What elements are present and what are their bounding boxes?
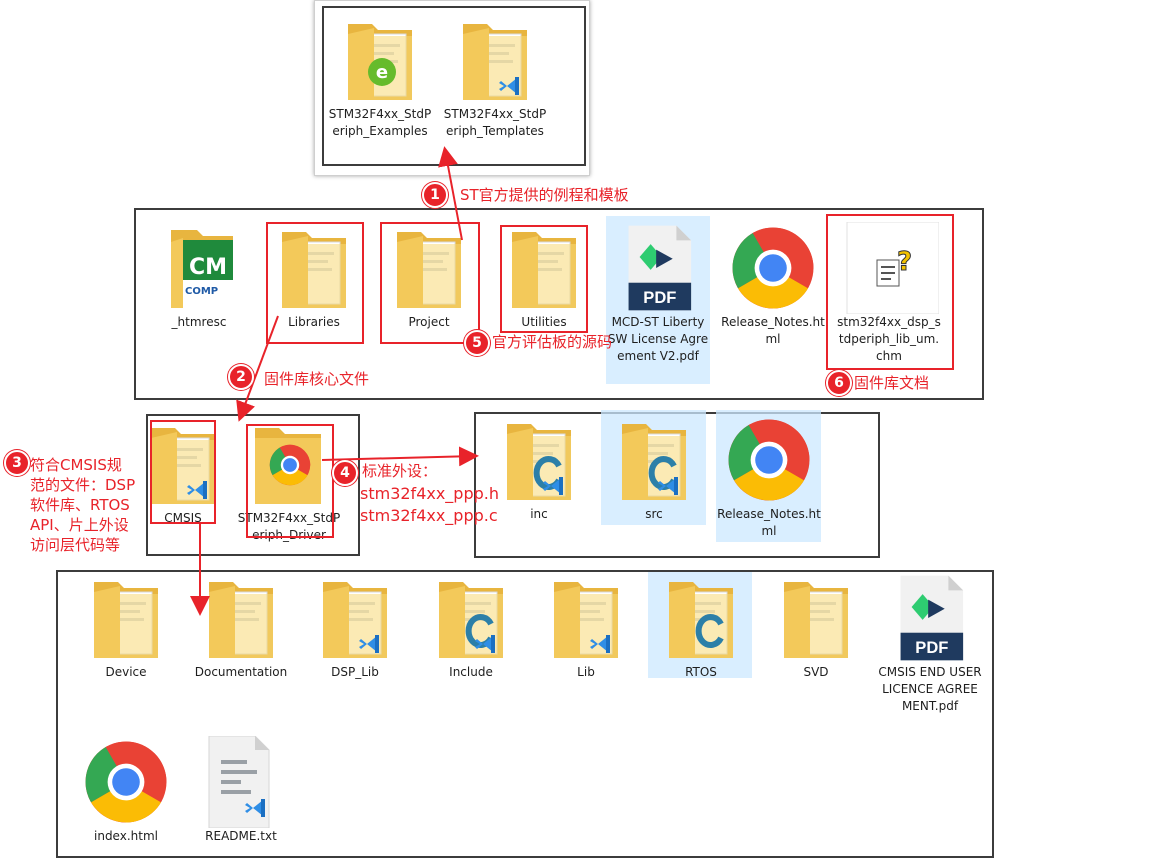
note-cmsis-line2: 范的文件：DSP [30,476,136,494]
highlight-project [380,222,480,344]
folder-examples-icon: e [330,14,430,106]
folder-stm32f4xx-stdperiph-examples[interactable]: e STM32F4xx_StdPeriph_Examples [325,14,435,140]
highlight-libraries [266,222,364,344]
badge-5: 5 [464,330,490,356]
folder-htmresc[interactable]: CM COMP _htmresc [144,222,254,331]
item-label: STM32F4xx_StdPeriph_Templates [443,107,547,138]
folder-chrome-icon [239,418,339,510]
note-std-periph-line3: stm32f4xx_ppp.c [360,506,498,525]
arrow-project-to-templates [438,146,463,241]
badge-3: 3 [4,450,30,476]
svg-text:e: e [376,62,388,83]
note-std-periph-line2: stm32f4xx_ppp.h [360,484,499,503]
chm-help-icon: ? [839,221,940,315]
folder-lib[interactable]: Lib [531,572,641,681]
folder-src[interactable]: src [599,414,709,523]
note-cmsis-line3: 软件库、RTOS [30,496,130,514]
file-mcd-st-license-pdf[interactable]: MCD-ST Liberty SW License Agreement V2.p… [603,222,713,365]
item-label: inc [530,507,548,521]
note-eval-board: 官方评估板的源码 [492,333,613,351]
badge-6: 6 [826,370,852,396]
item-label: Libraries [288,315,340,329]
item-label: stm32f4xx_dsp_stdperiph_lib_um.chm [837,315,941,363]
item-label: index.html [94,829,158,843]
folder-project[interactable]: Project [374,222,484,331]
highlight-utilities [500,225,588,333]
item-label: MCD-ST Liberty SW License Agreement V2.p… [607,315,709,363]
folder-documentation[interactable]: Documentation [186,572,296,681]
file-release-notes-root[interactable]: Release_Notes.html [718,222,828,348]
item-label: Release_Notes.html [717,507,821,538]
folder-rtos[interactable]: RTOS [646,572,756,681]
item-label: _htmresc [171,315,227,329]
item-label: CMSIS [164,511,202,525]
highlight-chm [826,214,954,370]
file-stdperiph-lib-um-chm[interactable]: ? stm32f4xx_dsp_stdperiph_lib_um.chm [834,221,944,365]
item-label: Device [105,665,147,679]
folder-inc[interactable]: inc [484,414,594,523]
item-label: RTOS [685,665,717,679]
file-release-notes-driver[interactable]: Release_Notes.html [714,414,824,540]
item-label: CMSIS END USER LICENCE AGREEMENT.pdf [878,665,982,713]
folder-svd[interactable]: SVD [761,572,871,681]
item-label: STM32F4xx_StdPeriph_Driver [237,511,341,542]
folder-libraries[interactable]: Libraries [259,222,369,331]
folder-dsp-lib[interactable]: DSP_Lib [300,572,410,681]
item-label: Project [408,315,450,329]
badge-1: 1 [422,182,448,208]
note-examples-templates: ST官方提供的例程和模板 [460,186,629,204]
svg-text:COMP: COMP [185,286,218,297]
note-cmsis-line1: 符合CMSIS规 [30,456,122,474]
item-label: Release_Notes.html [721,315,825,346]
arrow-driver-to-inc [321,446,479,467]
note-docs: 固件库文档 [854,374,930,392]
folder-stm32f4xx-stdperiph-driver[interactable]: STM32F4xx_StdPeriph_Driver [234,418,344,544]
item-label: DSP_Lib [331,665,379,679]
item-label: Include [449,665,493,679]
item-label: Utilities [521,315,567,329]
highlight-stdperiph-driver [246,424,334,538]
arrow-libraries-to-cmsis [236,315,279,422]
svg-text:CM: CM [189,255,227,280]
note-cmsis-line5: 访问层代码等 [30,536,121,554]
badge-4: 4 [332,460,358,486]
svg-text:?: ? [897,247,912,277]
item-label: STM32F4xx_StdPeriph_Examples [328,107,432,138]
item-label: SVD [803,665,829,679]
folder-htmresc-icon: CM COMP [149,222,249,314]
item-label: Lib [577,665,595,679]
file-index-html[interactable]: index.html [71,736,181,845]
highlight-cmsis [150,420,216,524]
file-readme-txt[interactable]: README.txt [186,735,296,845]
txt-file-icon [191,735,291,829]
note-std-periph-line1: 标准外设： [362,462,438,480]
item-label: src [645,507,663,521]
note-cmsis-line4: API、片上外设 [30,516,129,534]
folder-cmsis[interactable]: CMSIS [128,418,238,527]
folder-stm32f4xx-stdperiph-templates[interactable]: STM32F4xx_StdPeriph_Templates [440,14,550,140]
folder-device[interactable]: Device [71,572,181,681]
item-label: Documentation [194,665,288,679]
item-label: README.txt [205,829,277,843]
badge-2: 2 [228,364,254,390]
file-cmsis-eula-pdf[interactable]: CMSIS END USER LICENCE AGREEMENT.pdf [875,572,985,715]
folder-utilities[interactable]: Utilities [489,222,599,331]
note-core-files: 固件库核心文件 [264,370,370,388]
folder-include[interactable]: Include [416,572,526,681]
